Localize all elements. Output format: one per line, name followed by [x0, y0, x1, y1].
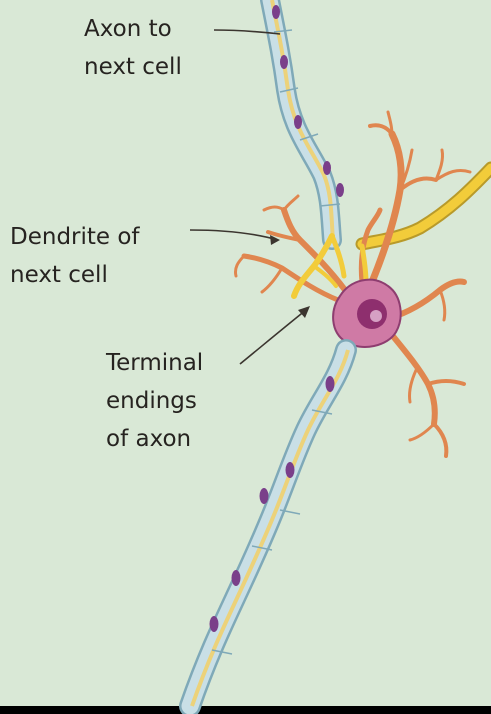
label-axon-line1: Axon to	[84, 16, 172, 42]
label-dendrite-line2: next cell	[10, 262, 108, 288]
myelin-node	[326, 376, 335, 392]
myelin-node	[280, 55, 288, 69]
myelin-node	[232, 570, 241, 586]
myelin-node	[210, 616, 219, 632]
nucleolus	[370, 310, 382, 322]
myelin-node	[286, 462, 295, 478]
label-terminal-line3: of axon	[106, 426, 191, 452]
myelin-node	[323, 161, 331, 175]
label-axon-line2: next cell	[84, 54, 182, 80]
label-dendrite-line1: Dendrite of	[10, 224, 140, 250]
myelin-node	[294, 115, 302, 129]
bottom-frame-edge	[0, 706, 491, 714]
myelin-node	[272, 5, 280, 19]
label-terminal-line1: Terminal	[105, 350, 203, 376]
myelin-node	[336, 183, 344, 197]
myelin-node	[260, 488, 269, 504]
label-terminal-line2: endings	[106, 388, 197, 414]
